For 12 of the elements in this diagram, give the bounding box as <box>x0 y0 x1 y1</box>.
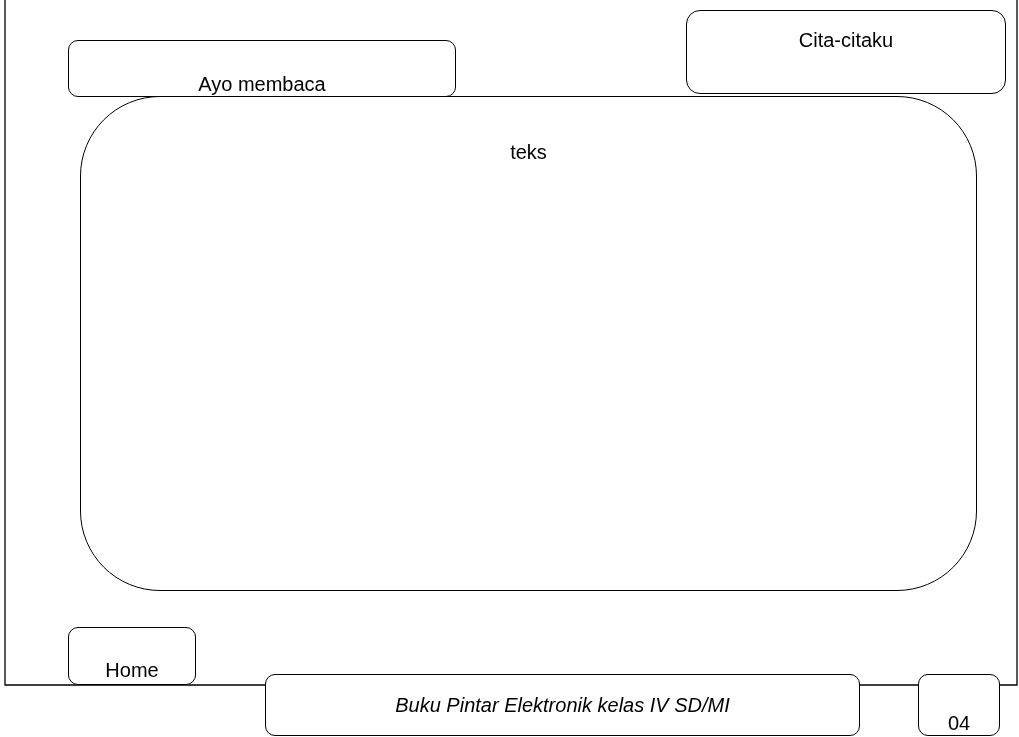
label: Home <box>105 659 159 682</box>
content-panel <box>80 96 977 591</box>
menu-button <box>686 10 1006 94</box>
label: 04 <box>947 712 971 735</box>
menu-button <box>68 40 456 97</box>
footer-title-box <box>265 674 860 736</box>
label: Buku Pintar Elektronik kelas IV SD/MI <box>395 693 730 717</box>
label: Ayo membaca <box>198 73 326 96</box>
home-button <box>68 627 196 685</box>
label: Cita-citaku <box>798 29 894 52</box>
page-number-box <box>918 674 1000 736</box>
placeholder-text: teks <box>510 141 547 164</box>
